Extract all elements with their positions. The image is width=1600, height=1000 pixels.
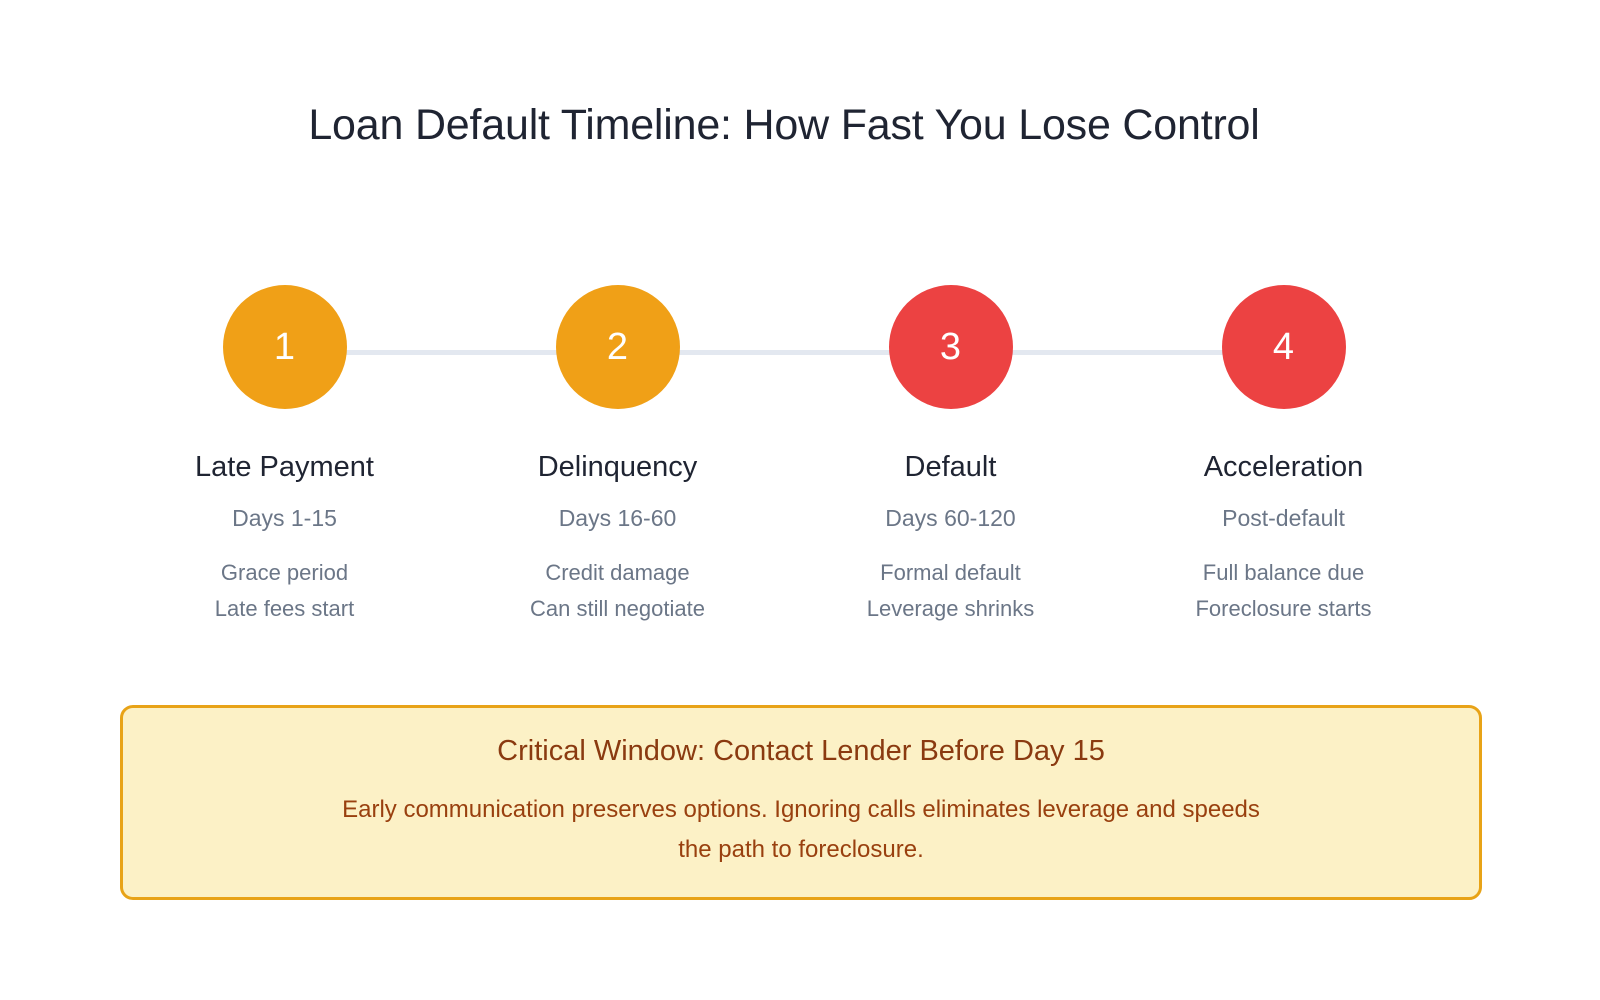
timeline-step-1[interactable]: 1 Late Payment Days 1-15 Grace period La…	[118, 285, 451, 621]
critical-window-callout: Critical Window: Contact Lender Before D…	[120, 705, 1482, 900]
step-details-3: Formal default Leverage shrinks	[867, 561, 1035, 621]
step-label-1: Late Payment	[195, 451, 374, 483]
timeline-steps: 1 Late Payment Days 1-15 Grace period La…	[118, 285, 1450, 621]
step-number-1: 1	[273, 326, 296, 368]
step-details-4: Full balance due Foreclosure starts	[1195, 561, 1371, 621]
timeline: 1 Late Payment Days 1-15 Grace period La…	[118, 285, 1450, 645]
step-period-2: Days 16-60	[558, 504, 677, 531]
step-label-4: Acceleration	[1203, 451, 1364, 483]
step-detail-3-1: Formal default	[880, 560, 1021, 586]
timeline-step-2[interactable]: 2 Delinquency Days 16-60 Credit damage C…	[451, 285, 784, 621]
callout-body: Early communication preserves options. I…	[342, 795, 1260, 864]
step-number-badge-4[interactable]: 4	[1221, 285, 1346, 409]
step-period-1: Days 1-15	[232, 504, 337, 531]
step-number-badge-1[interactable]: 1	[222, 285, 347, 409]
step-detail-3-2: Leverage shrinks	[866, 595, 1035, 621]
step-label-2: Delinquency	[537, 451, 698, 483]
step-number-badge-2[interactable]: 2	[555, 285, 680, 409]
step-number-2: 2	[606, 326, 629, 368]
step-detail-1-2: Late fees start	[214, 595, 355, 621]
step-period-3: Days 60-120	[885, 504, 1016, 531]
timeline-step-4[interactable]: 4 Acceleration Post-default Full balance…	[1117, 285, 1450, 621]
step-detail-2-1: Credit damage	[545, 560, 690, 586]
step-number-3: 3	[939, 326, 962, 368]
step-detail-4-1: Full balance due	[1202, 560, 1365, 586]
step-detail-4-2: Foreclosure starts	[1195, 595, 1372, 621]
step-detail-2-2: Can still negotiate	[530, 595, 705, 621]
timeline-connector-line	[297, 350, 1237, 355]
timeline-step-3[interactable]: 3 Default Days 60-120 Formal default Lev…	[784, 285, 1117, 621]
step-details-2: Credit damage Can still negotiate	[530, 561, 705, 621]
step-details-1: Grace period Late fees start	[215, 561, 354, 621]
step-label-3: Default	[904, 451, 997, 483]
callout-title: Critical Window: Contact Lender Before D…	[497, 734, 1105, 767]
step-detail-1-1: Grace period	[220, 560, 349, 586]
step-period-4: Post-default	[1222, 504, 1345, 531]
page-title: Loan Default Timeline: How Fast You Lose…	[308, 100, 1260, 149]
step-number-badge-3[interactable]: 3	[888, 285, 1013, 409]
step-number-4: 4	[1272, 326, 1295, 368]
